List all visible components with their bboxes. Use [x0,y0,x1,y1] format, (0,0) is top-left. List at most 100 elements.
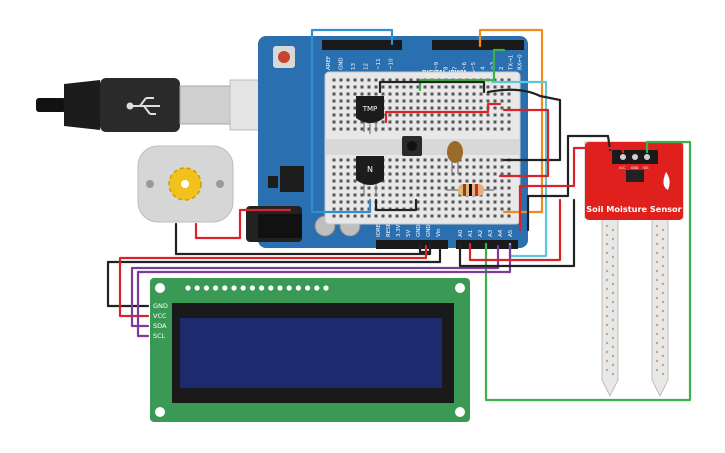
breadboard-hole [486,207,490,211]
breadboard-hole [360,127,364,131]
breadboard-hole [346,193,350,197]
breadboard-hole [458,172,462,176]
breadboard-hole [437,92,441,96]
usb-cable-strain [64,80,100,130]
breadboard-hole [458,165,462,169]
breadboard-hole [493,158,497,162]
breadboard-hole [381,120,385,124]
probe-trace-dot [655,350,659,354]
analog-pin-label: A4 [498,229,504,237]
breadboard-hole [416,179,420,183]
breadboard-hole [507,179,511,183]
breadboard-hole [444,127,448,131]
breadboard-hole [395,85,399,89]
probe-trace-dot [655,323,659,327]
breadboard-hole [472,207,476,211]
wire-red-analog [468,198,562,262]
breadboard-hole [444,158,448,162]
breadboard-hole [493,193,497,197]
wire-blue-1 [310,28,394,212]
breadboard-hole [451,99,455,103]
probe-trace-dot [661,282,665,286]
breadboard-hole [479,120,483,124]
breadboard-hole [451,92,455,96]
probe-trace-dot [605,260,609,264]
probe-trace-dot [611,273,615,277]
breadboard-hole [423,172,427,176]
breadboard-hole [416,200,420,204]
breadboard-hole [465,106,469,110]
breadboard-hole [353,165,357,169]
breadboard-hole [402,113,406,117]
breadboard-hole [339,165,343,169]
breadboard-hole [416,113,420,117]
breadboard-hole [493,92,497,96]
npn-label: N [367,165,373,174]
breadboard-hole [465,200,469,204]
lcd-pin [231,285,237,291]
breadboard-hole [444,85,448,89]
breadboard-hole [479,165,483,169]
digital-pin-label: 12 [364,63,370,70]
wire-green-sensor-sig [484,140,692,402]
breadboard-hole [388,214,392,218]
breadboard-hole [500,186,504,190]
breadboard-hole [402,186,406,190]
breadboard-hole [479,92,483,96]
probe-trace-dot [605,242,609,246]
breadboard-hole [437,207,441,211]
breadboard-hole [374,92,378,96]
breadboard-hole [458,99,462,103]
breadboard-hole [500,172,504,176]
breadboard-hole [353,200,357,204]
breadboard-hole [395,127,399,131]
breadboard-hole [416,193,420,197]
breadboard-hole [437,113,441,117]
breadboard-hole [423,193,427,197]
wire-blue-2 [310,198,372,214]
breadboard-hole [437,127,441,131]
lcd-pin [314,285,320,291]
breadboard-hole [409,113,413,117]
breadboard-hole [444,200,448,204]
breadboard-hole [402,127,406,131]
lcd-mount-hole-br [455,407,465,417]
breadboard-hole [339,99,343,103]
digital-pin-label: AREF [326,56,332,70]
probe-trace-dot [605,359,609,363]
wire-black-sensor-gnd [526,134,612,232]
breadboard-hole [444,179,448,183]
breadboard-hole [437,120,441,124]
sensor-chip [626,170,644,182]
breadboard-hole [500,193,504,197]
breadboard-hole [423,158,427,162]
wire-black-motor [174,222,432,256]
breadboard-hole [388,78,392,82]
breadboard-hole [465,92,469,96]
breadboard-hole [346,200,350,204]
breadboard-hole [430,127,434,131]
breadboard-hole [493,113,497,117]
breadboard-hole [458,85,462,89]
breadboard-hole [416,214,420,218]
digital-pin-label: ~9 [434,61,440,70]
breadboard-hole [402,179,406,183]
probe-trace-dot [661,255,665,259]
breadboard-hole [500,207,504,211]
breadboard-hole [395,78,399,82]
tmp36-sensor: TMP [356,96,384,134]
probe-trace-dot [661,228,665,232]
digital-header [322,40,524,50]
digital-pin-label: 4 [481,66,487,70]
breadboard-hole [388,92,392,96]
breadboard-hole [381,193,385,197]
wire-black-bottom [374,198,418,212]
breadboard-hole [444,106,448,110]
resistor [446,184,494,196]
breadboard-hole [388,85,392,89]
breadboard-hole [416,127,420,131]
breadboard-hole [458,207,462,211]
